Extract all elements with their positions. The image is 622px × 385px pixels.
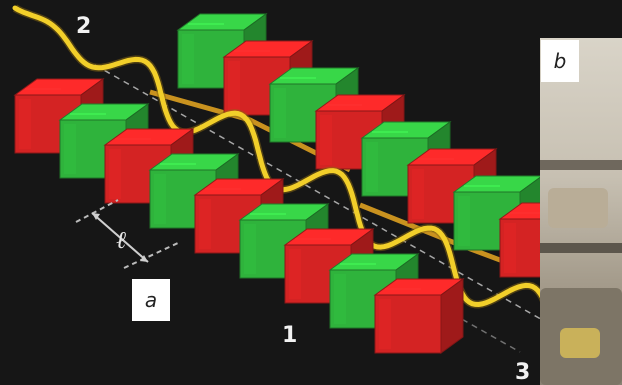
photo-equipment [548,188,608,228]
photo-equipment [560,328,600,358]
beam-label-3: 3 [515,360,530,385]
beam-label-2: 2 [76,14,91,39]
beam-label-1: 1 [282,323,297,348]
panel-a-label: a [132,279,170,321]
photo-shelf [540,243,622,253]
photo-shelf [540,160,622,170]
period-label: ℓ [116,226,126,254]
panel-b-label: b [541,40,579,82]
magnet-red [375,279,463,353]
photo-panel-b [540,38,622,385]
